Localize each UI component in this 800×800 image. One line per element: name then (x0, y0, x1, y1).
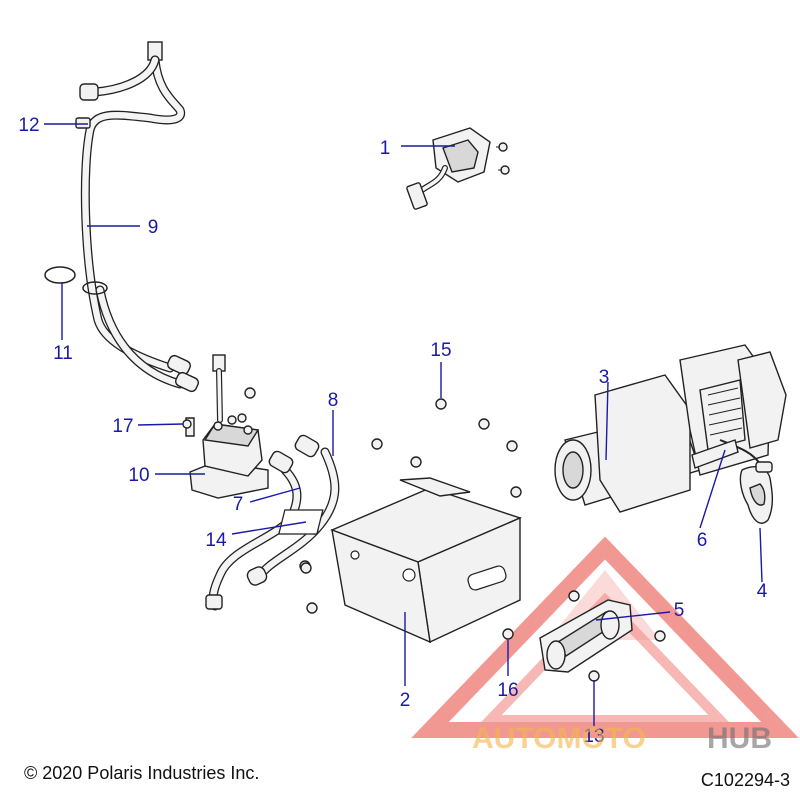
winch-switch-part (406, 127, 510, 210)
callout-13: 13 (583, 726, 604, 747)
callout-3: 3 (599, 367, 610, 388)
callout-7: 7 (233, 494, 244, 515)
contactor-part (185, 354, 269, 499)
callout-11: 11 (53, 343, 73, 364)
callout-4: 4 (757, 581, 768, 602)
watermark-text: AUTOMOTO HUB (472, 722, 772, 755)
callout-10: 10 (128, 465, 149, 486)
callout-17: 17 (112, 416, 133, 437)
callout-5: 5 (674, 600, 685, 621)
callout-labels: 1 2 3 4 5 6 7 8 9 10 11 12 13 14 15 16 1… (18, 115, 767, 747)
drawing-number: C102294-3 (701, 770, 790, 790)
bolts-part (182, 398, 666, 682)
cable-harness-part (44, 41, 199, 393)
callout-15: 15 (430, 340, 451, 361)
callout-1: 1 (380, 138, 391, 159)
copyright-text: © 2020 Polaris Industries Inc. (24, 763, 259, 783)
fairlead-part (691, 439, 739, 469)
callout-8: 8 (328, 390, 339, 411)
callout-6: 6 (697, 530, 708, 551)
callout-2: 2 (400, 690, 411, 711)
leader-lines (44, 123, 763, 726)
battery-cables-part (205, 434, 340, 611)
mounting-plate-part (278, 477, 522, 644)
callout-9: 9 (148, 217, 159, 238)
callout-16: 16 (497, 680, 518, 701)
watermark-text-hub: HUB (707, 722, 772, 755)
callout-14: 14 (205, 530, 227, 551)
winch-part (554, 344, 787, 513)
watermark-text-automoto: AUTOMOTO (472, 722, 646, 755)
hook-part (719, 439, 774, 524)
callout-12: 12 (18, 115, 39, 136)
